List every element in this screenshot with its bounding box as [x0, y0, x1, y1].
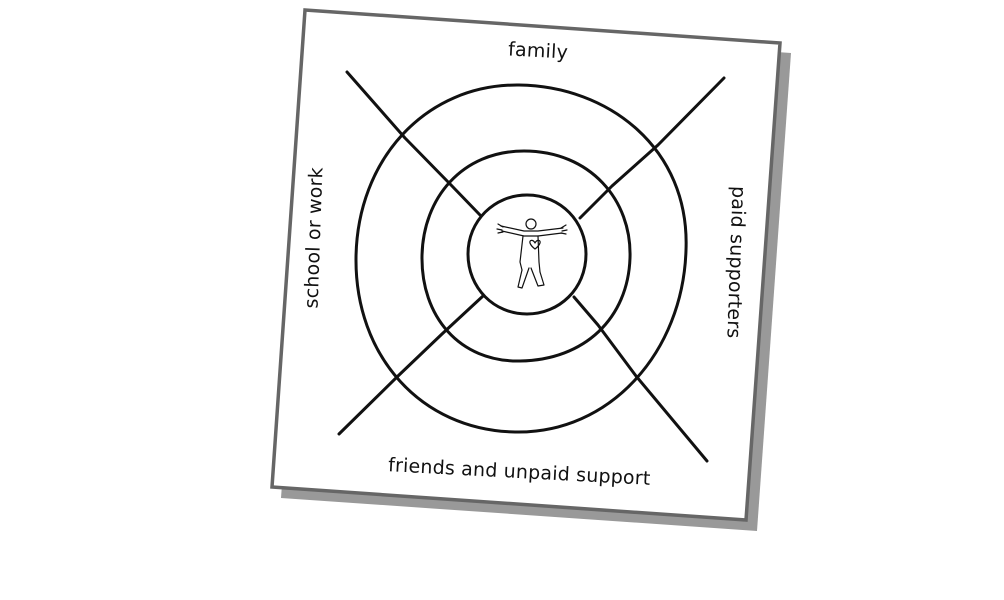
middle-ring — [420, 149, 632, 363]
outer-ring — [354, 83, 688, 434]
spoke-bottom-left — [337, 294, 485, 436]
person-icon — [496, 218, 568, 289]
spoke-top-right — [578, 76, 726, 220]
spoke-bottom-right — [572, 295, 709, 463]
label-school-or-work: school or work — [301, 167, 328, 309]
label-family: family — [508, 38, 569, 63]
inner-ring — [466, 193, 588, 316]
label-paid-supporters: paid supporters — [722, 186, 749, 339]
spoke-top-left — [345, 70, 482, 217]
